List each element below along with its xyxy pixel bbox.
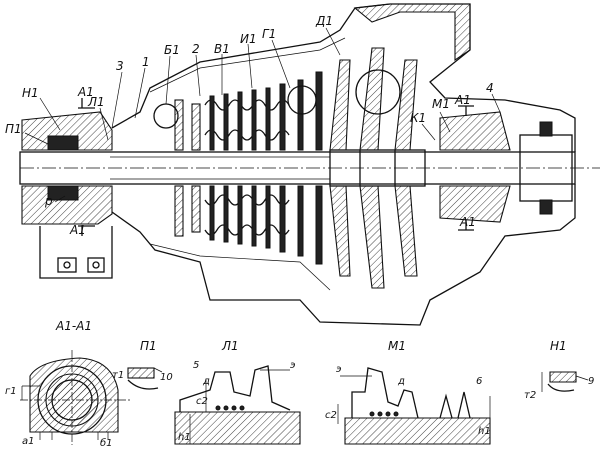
label-m1: т1 bbox=[112, 370, 124, 381]
label-p: р bbox=[44, 194, 53, 208]
label-A1-top-left: А1 bbox=[77, 85, 94, 99]
label-B1: Б1 bbox=[164, 43, 180, 57]
main-section: Н1 А1 П1 Л1 3 1 Б1 2 В1 И1 Г1 Д1 К1 М1 А… bbox=[5, 3, 600, 326]
detail-m1: М1 э д 6 с2 h1 bbox=[325, 339, 491, 445]
label-9: 9 bbox=[588, 376, 594, 387]
h1-pad bbox=[549, 371, 577, 383]
left-pedestal bbox=[39, 226, 113, 279]
section-arrow-a1-bottom-right bbox=[458, 220, 474, 231]
label-3: 3 bbox=[116, 59, 124, 73]
blade-stages-upper bbox=[174, 71, 323, 151]
label-P1: П1 bbox=[5, 122, 22, 136]
right-bearing-top bbox=[439, 111, 511, 151]
label-c2-m1: с2 bbox=[325, 410, 337, 421]
label-A1-bottom-left: А1 bbox=[69, 223, 86, 237]
detail-section-a1: А1-А1 г1 а1 б1 bbox=[5, 319, 130, 449]
h1-leader bbox=[575, 375, 589, 381]
label-5: 5 bbox=[193, 360, 199, 371]
lp-wheels bbox=[153, 47, 426, 289]
rotor-shaft bbox=[19, 151, 576, 185]
label-V1: В1 bbox=[214, 42, 230, 56]
label-K1: К1 bbox=[410, 111, 426, 125]
h1-arc bbox=[547, 383, 575, 392]
label-b1: б1 bbox=[100, 437, 113, 449]
label-h1-m1: h1 bbox=[478, 426, 491, 437]
label-m2: т2 bbox=[524, 390, 536, 401]
label-2: 2 bbox=[192, 42, 200, 56]
leader-lines bbox=[24, 27, 501, 203]
dim-g1 bbox=[21, 385, 40, 400]
m1-base bbox=[344, 417, 491, 445]
label-c2-l1: с2 bbox=[196, 396, 208, 407]
detail-title-l1: Л1 bbox=[221, 339, 239, 353]
label-10: 10 bbox=[160, 372, 173, 383]
dim-a1 bbox=[39, 432, 53, 440]
label-d-l1: д bbox=[202, 376, 210, 387]
label-1: 1 bbox=[142, 55, 150, 69]
exhaust-hood bbox=[353, 3, 471, 62]
left-bearing-housing-top bbox=[21, 111, 113, 151]
label-A1-top-right: А1 bbox=[454, 93, 471, 107]
label-d-m1: д bbox=[397, 376, 405, 387]
detail-circle-g1 bbox=[287, 85, 317, 115]
section-arrow-a1-bottom-left bbox=[78, 225, 95, 236]
section-arrow-a1-top-right bbox=[458, 105, 474, 116]
detail-l1: Л1 5 д э с2 h1 bbox=[174, 339, 301, 445]
detail-title-h1: Н1 bbox=[550, 339, 567, 353]
detail-p1: П1 т1 10 bbox=[112, 339, 173, 390]
l1-seal-profile bbox=[179, 365, 291, 412]
pedestal-window bbox=[87, 257, 105, 273]
label-I1: И1 bbox=[240, 32, 257, 46]
casing-lower-inner bbox=[149, 243, 331, 291]
left-bearing-housing-bottom bbox=[21, 185, 113, 225]
detail-h1: Н1 т2 9 bbox=[524, 339, 594, 401]
journal-bearing-top bbox=[47, 135, 79, 151]
l1-base bbox=[174, 411, 301, 445]
label-M1: М1 bbox=[432, 97, 450, 111]
section-arrow-a1-top-left bbox=[78, 98, 95, 109]
right-bearing-bottom bbox=[439, 185, 511, 223]
detail-circle-d1 bbox=[355, 69, 401, 115]
label-g1: г1 bbox=[5, 386, 17, 397]
detail-title-a1a1: А1-А1 bbox=[55, 319, 92, 333]
detail-title-p1: П1 bbox=[140, 339, 157, 353]
coupling-bolt bbox=[539, 121, 553, 137]
casing-inner-line bbox=[149, 37, 346, 93]
blade-stages-lower bbox=[174, 185, 323, 265]
dim-b1 bbox=[97, 432, 109, 440]
p1-arc bbox=[127, 379, 159, 390]
bolt bbox=[92, 261, 100, 269]
casing-lower-outline bbox=[111, 184, 576, 326]
detail-circle-b1 bbox=[153, 103, 179, 129]
label-a1: а1 bbox=[22, 436, 35, 447]
journal-bearing-bottom bbox=[47, 185, 79, 201]
label-L1: Л1 bbox=[87, 95, 105, 109]
coupling-bolt bbox=[539, 199, 553, 215]
label-e-l1: э bbox=[290, 360, 296, 371]
label-H1: Н1 bbox=[22, 86, 39, 100]
label-D1: Д1 bbox=[315, 14, 333, 28]
label-h1-l1: h1 bbox=[178, 432, 191, 443]
label-6: 6 bbox=[476, 376, 482, 387]
label-G1: Г1 bbox=[262, 27, 276, 41]
label-A1-bottom-right: А1 bbox=[459, 215, 476, 229]
label-4: 4 bbox=[486, 81, 494, 95]
label-e-m1: э bbox=[336, 364, 342, 375]
p1-pad bbox=[127, 367, 155, 379]
p1-leader bbox=[153, 367, 163, 373]
bolt bbox=[63, 261, 71, 269]
pedestal-window bbox=[57, 257, 77, 273]
m1-seal-profile bbox=[351, 367, 419, 419]
detail-title-m1: М1 bbox=[388, 339, 406, 353]
m1-teeth bbox=[439, 391, 471, 419]
